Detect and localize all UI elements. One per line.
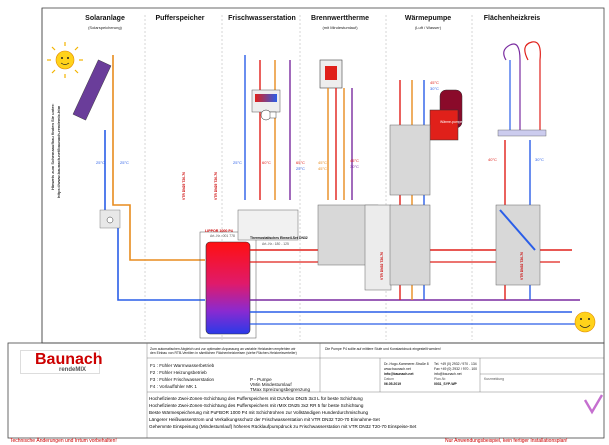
- plan-value: 0031_SYP-WP: [434, 382, 457, 386]
- company-email[interactable]: info@baunach.net: [384, 372, 414, 376]
- heat-pump: [429, 109, 459, 141]
- benefit-5: Gehemmte Einspeisung (Mindestumlauf) höh…: [149, 424, 417, 429]
- vtr-label-4: VTR DN32 T20-70: [520, 251, 524, 280]
- column-title-fws: Frischwasserstation: [228, 15, 296, 22]
- benefit-4: Längerer Heißwasserstrom und Verkalkungs…: [149, 417, 380, 422]
- temp-boiler-4: 30°C: [350, 164, 359, 169]
- manifold: [497, 129, 547, 137]
- side-hint-line1: Hinweis zum Schemaaufbau finden Sie unte…: [50, 103, 55, 190]
- column-title-heatpump: Wärmepumpe: [404, 15, 452, 22]
- side-hint-link[interactable]: https://www.baunach.net/baunach-rendemix…: [56, 105, 61, 198]
- vtr-label-2: VTR DN25 T20-70: [214, 171, 218, 200]
- vtr-label-1: VTR DN25 T20-70: [182, 171, 186, 200]
- temp-tank-cold: 25°C: [296, 166, 305, 171]
- plan-label: Plan-Nr.: [434, 377, 447, 381]
- column-subtitle-heatpump: (Luft / Wasser): [414, 25, 442, 30]
- legend-f3: F3 : Fühler Frischwasserstation: [150, 377, 215, 382]
- note-pump: Die Pumpe P4 sollte auf mittlere Stufe u…: [325, 347, 441, 351]
- company-mail2[interactable]: info@baunach.net: [434, 372, 462, 376]
- buffer-tank: [205, 241, 251, 335]
- brand-name: Baunach: [35, 351, 103, 368]
- brand-logo: Baunach rendeMIX: [20, 350, 103, 374]
- legend-f1: F1 : Fühler Warmwasserbetrieb: [150, 363, 215, 368]
- temp-heatpump-hot: 45°C: [430, 80, 439, 85]
- temp-boiler-2: 45°C: [350, 158, 359, 163]
- temp-tank-hot: 65°C: [296, 160, 305, 165]
- temp-fws-right: 60°C: [262, 160, 271, 165]
- footer-left: Technische Änderungen und Irrtum vorbeha…: [10, 438, 117, 444]
- column-subtitle-boiler: (mit Mindestumlauf): [322, 25, 358, 30]
- company-address: Dr.-Hugo-Kammerer-Straße 8: [384, 362, 429, 366]
- tank-label: LIPPOR 1000 P4: [205, 229, 233, 233]
- temp-floor-return: 30°C: [535, 157, 544, 162]
- legend-pump: P - Pumpe: [250, 377, 272, 382]
- temp-boiler-1: 45°C: [318, 160, 327, 165]
- column-subtitle-solar: (Solarspeicherung): [88, 25, 122, 30]
- legend-tmax: TMax Spreizungsbegrenzung: [250, 387, 311, 392]
- file-label: Kurzmeldung: [484, 377, 504, 381]
- solar-collector: [72, 59, 112, 121]
- company-tel: Tel. +49 (0) 2932 / 970 - 134: [434, 362, 477, 366]
- benefit-3: Beste Wärmespeicherung mit PuFBOR 1000 P…: [149, 410, 369, 415]
- brand-sub: rendeMIX: [59, 367, 87, 373]
- sun-icon: [47, 42, 83, 78]
- company-fax: Fax +49 (0) 2932 / 970 - 100: [434, 367, 478, 371]
- temp-boiler-3: 45°C: [318, 166, 327, 171]
- temp-fws-left: 25°C: [233, 160, 242, 165]
- legend-f2: F2 : Fühler Heizungsbetrieb: [150, 370, 207, 375]
- tank-sub: Art.-Nr.: 001 778: [210, 234, 235, 238]
- footer-right: Nur Anwendungsbeispiel, kein fertiger In…: [445, 438, 568, 444]
- note-rtb: Zum automatischen Abgleich und zur optim…: [150, 347, 297, 355]
- temp-solar-bottom: 25°C: [120, 160, 129, 165]
- column-title-solar: Solaranlage: [85, 15, 125, 22]
- company-web[interactable]: www.baunach.net: [384, 367, 411, 371]
- benefit-1: Hochefiziente Zwei-Zonen-Schichtung des …: [149, 396, 363, 401]
- temp-floor-supply: 40°C: [488, 157, 497, 162]
- legend-f4: F4 : Vorlauffühler MK 1: [150, 384, 197, 389]
- smiley-icon: [574, 311, 596, 333]
- temp-heatpump-cold: 30°C: [430, 86, 439, 91]
- date-value: 06.05.2019: [384, 382, 401, 386]
- column-title-floor-heating: Flächenheizkreis: [483, 15, 541, 22]
- column-title-buffer: Pufferspeicher: [155, 15, 205, 22]
- column-title-boiler: Brennwerttherme: [311, 15, 369, 22]
- vtr-label-3: VTR DN32 T20-70: [380, 251, 384, 280]
- date-label: Datum: [384, 377, 394, 381]
- heatpump-device-label: Wärme-pumpe: [440, 120, 463, 124]
- temp-solar-top: 25°C: [96, 160, 105, 165]
- thermostat-sub: Art.-Nr.: 180 - 125: [262, 242, 289, 246]
- benefit-2: Hochefiziente Zwei-Zonen-Schichtung des …: [149, 403, 364, 408]
- legend-vmin: VMin Mindestumlauf: [250, 382, 292, 387]
- thermostat-label: Thermostatisches Einweil-Set DN32: [250, 236, 308, 240]
